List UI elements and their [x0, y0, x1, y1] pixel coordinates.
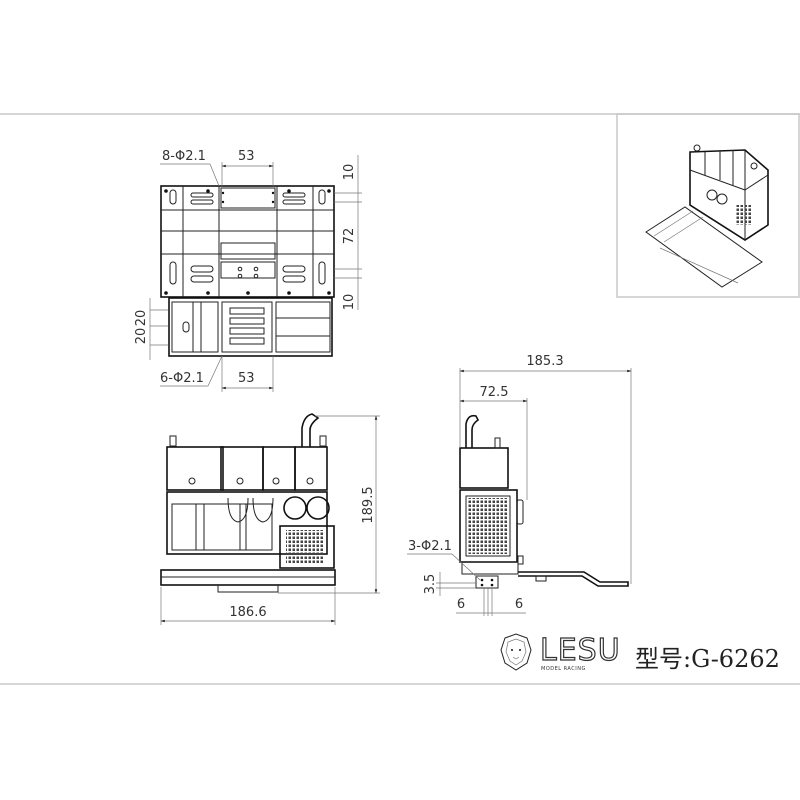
left-dim-2: 20 — [134, 328, 149, 345]
top-width-dim: 53 — [238, 149, 255, 164]
brand-tagline: MODEL RACING — [541, 666, 586, 672]
isometric-3d-model-icon — [645, 144, 769, 288]
side-hole-left-dim: 6 — [457, 597, 465, 612]
right-dim-3: 10 — [342, 294, 357, 311]
front-width-dim: 186.6 — [229, 605, 266, 620]
front-height-dim: 189.5 — [361, 486, 376, 523]
radiator-grid — [286, 530, 324, 564]
front-view: 189.5 186.6 — [160, 413, 380, 625]
side-holes-label: 3-Φ2.1 — [408, 539, 452, 554]
top-view: 8-Φ2.1 53 10 72 10 20 20 6-Φ2.1 53 — [134, 149, 362, 392]
side-hole-right-dim: 6 — [515, 597, 523, 612]
side-overall-length-dim: 185.3 — [526, 354, 563, 369]
side-view: 185.3 72.5 3-Φ2.1 3.5 6 6 — [407, 354, 632, 616]
top-holes-label: 8-Φ2.1 — [162, 149, 206, 164]
drawing-frame — [0, 113, 800, 685]
title-block: LESU MODEL RACING 型号:G-6262 — [500, 632, 780, 673]
model-number: 型号:G-6262 — [635, 645, 780, 673]
lion-head-logo-icon — [500, 633, 532, 671]
brand-name: LESU — [540, 633, 621, 668]
bottom-holes-label: 6-Φ2.1 — [160, 371, 204, 386]
right-dim-2: 72 — [342, 228, 357, 245]
right-dim-1: 10 — [342, 164, 357, 181]
left-dim-1: 20 — [134, 310, 149, 327]
side-hole-height-dim: 3.5 — [423, 574, 438, 595]
bottom-width-dim: 53 — [238, 371, 255, 386]
side-depth-dim: 72.5 — [480, 385, 509, 400]
